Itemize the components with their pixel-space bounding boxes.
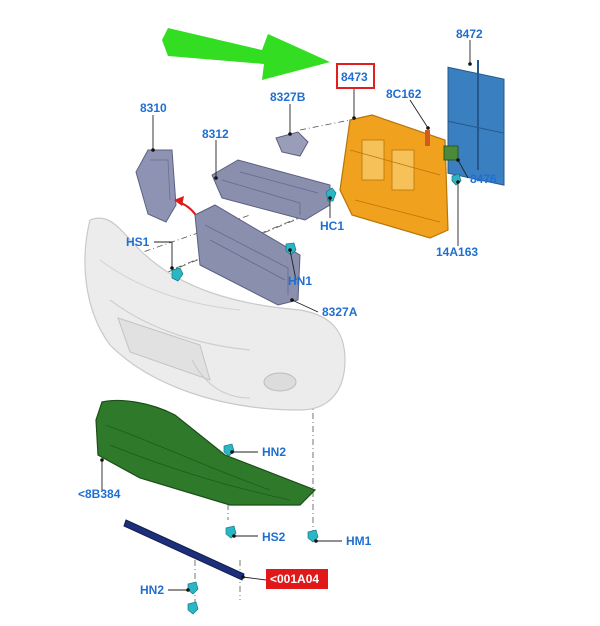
grille-shutter-8472 [447, 60, 505, 186]
lower-bracket-001A04 [123, 519, 245, 581]
clip-HN2-lower-icon [187, 581, 199, 595]
fasteners [171, 173, 462, 615]
label-8C162: 8C162 [386, 87, 422, 101]
green-arrow-icon [162, 28, 330, 80]
label-HC1: HC1 [320, 219, 344, 233]
actuator-8476 [443, 145, 459, 161]
side-deflector-8310 [135, 149, 177, 223]
label-8327A: 8327A [322, 305, 358, 319]
part-8327B [275, 131, 309, 157]
bumper-cover [84, 217, 346, 411]
clip-HS1-icon [171, 267, 184, 282]
clip-HN2-icon [223, 443, 235, 457]
label-HN2-lower: HN2 [140, 583, 164, 597]
air-deflector-8312 [211, 159, 331, 221]
label-001A04: <001A04 [270, 572, 319, 586]
label-HN1: HN1 [288, 274, 312, 288]
leader-lines [101, 40, 471, 591]
label-HS2: HS2 [262, 530, 286, 544]
label-8310: 8310 [140, 101, 167, 115]
radiator-support-8473 [339, 114, 449, 239]
clip-HN2-lower2-icon [187, 601, 199, 615]
label-8327B: 8327B [270, 90, 306, 104]
highlight-box-8473 [336, 63, 375, 89]
label-HN2-upper: HN2 [262, 445, 286, 459]
label-8476: 8476 [470, 172, 497, 186]
label-HS1: HS1 [126, 235, 150, 249]
splash-shield-8B384 [95, 399, 317, 506]
callout-box-001A04 [266, 569, 328, 589]
clip-14A163-icon [451, 173, 462, 186]
label-14A163: 14A163 [436, 245, 478, 259]
label-8B384: <8B384 [78, 487, 121, 501]
label-8473: 8473 [341, 70, 368, 84]
label-8472: 8472 [456, 27, 483, 41]
bracket-8C162 [425, 130, 430, 146]
label-8312: 8312 [202, 127, 229, 141]
label-HM1: HM1 [346, 534, 372, 548]
air-deflector-8327A [194, 204, 301, 306]
leader-dots [100, 62, 472, 592]
